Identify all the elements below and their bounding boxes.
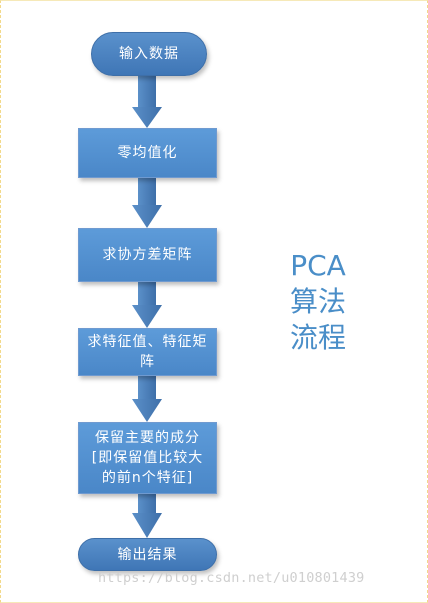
- node-covariance-matrix: 求协方差矩阵: [78, 228, 217, 282]
- watermark: https://blog.csdn.net/u010801439: [98, 570, 365, 586]
- side-title-line-3: 流程: [289, 321, 346, 354]
- node-input-data: 输入数据: [91, 32, 207, 76]
- node-eigen: 求特征值、特征矩阵: [78, 328, 217, 376]
- arrow-center-to-covariance: [132, 178, 162, 228]
- node-zero-mean-label: 零均值化: [117, 145, 178, 161]
- arrow-covariance-to-eigen: [132, 282, 162, 328]
- side-title-line-1: PCA: [290, 249, 346, 282]
- arrow-keep-to-output: [132, 494, 162, 538]
- node-eigen-label: 求特征值、特征矩阵: [87, 334, 208, 370]
- side-title-line-2: 算法: [289, 285, 346, 318]
- node-keep-components-label: 保留主要的成分[即保留值比较大的前n个特征]: [91, 430, 204, 486]
- arrow-input-to-center: [132, 76, 162, 128]
- node-zero-mean: 零均值化: [78, 128, 217, 178]
- side-title: PCA 算法 流程: [278, 248, 358, 356]
- node-keep-components: 保留主要的成分[即保留值比较大的前n个特征]: [78, 422, 217, 494]
- node-covariance-matrix-label: 求协方差矩阵: [102, 247, 193, 263]
- node-output-result-label: 输出结果: [117, 546, 178, 563]
- node-output-result: 输出结果: [78, 538, 217, 571]
- node-input-data-label: 输入数据: [119, 46, 179, 62]
- arrow-eigen-to-keep: [132, 376, 162, 422]
